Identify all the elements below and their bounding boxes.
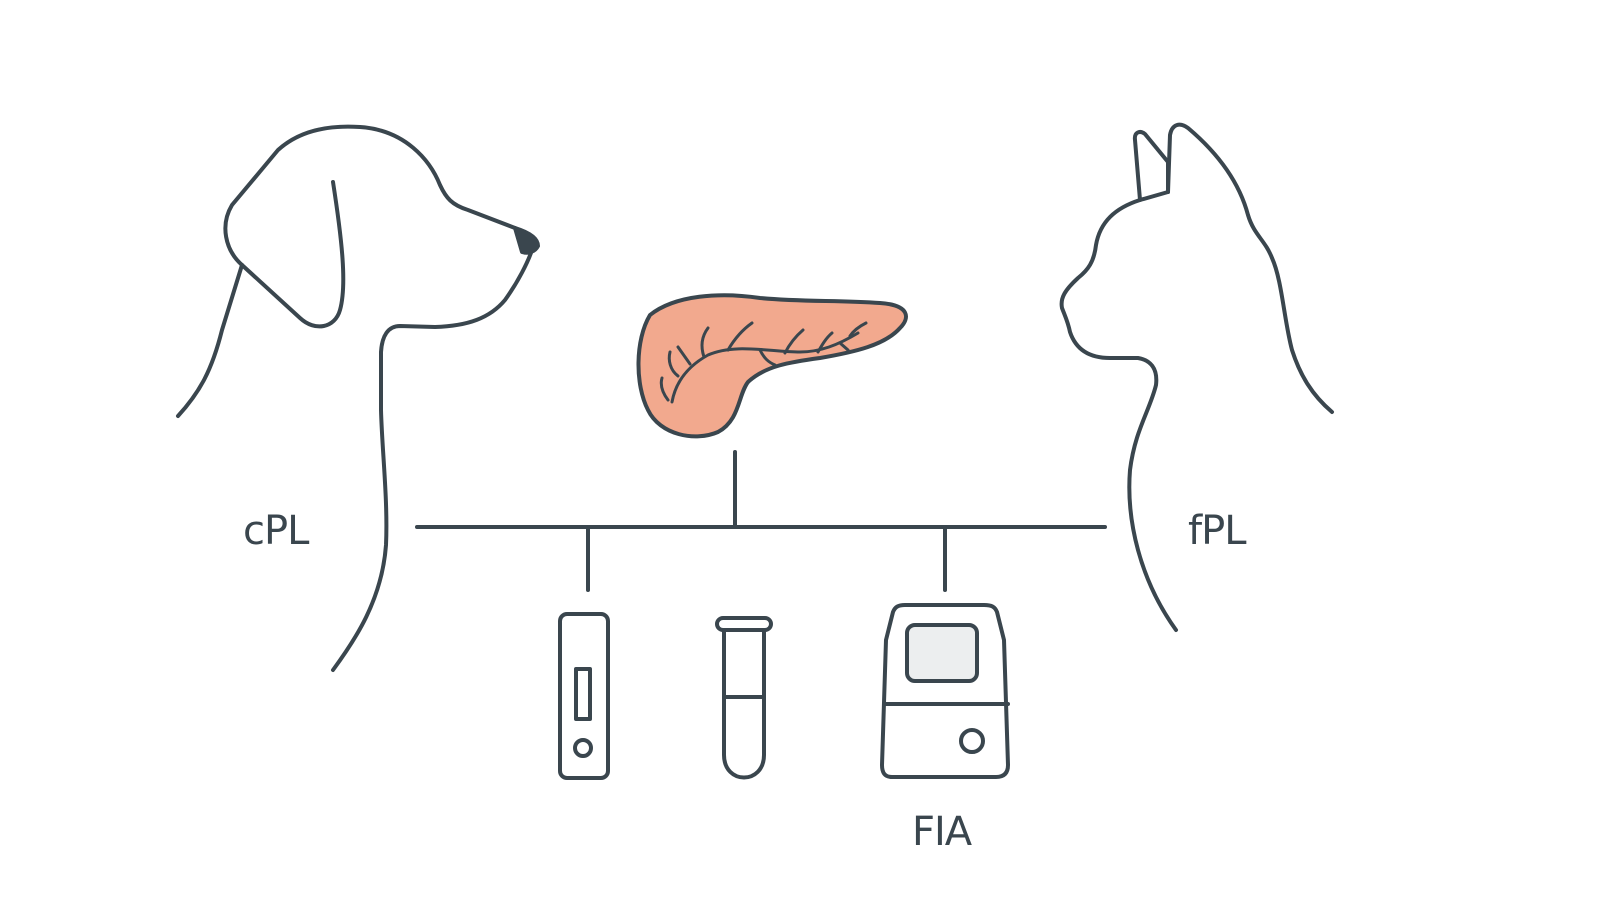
connector-lines bbox=[415, 450, 1107, 592]
dog-icon bbox=[176, 124, 540, 672]
test-tube-icon bbox=[715, 616, 773, 780]
analyzer-label: FIA bbox=[912, 809, 972, 855]
test-cassette-icon bbox=[558, 612, 610, 780]
cat-icon bbox=[1059, 122, 1334, 632]
cat-label: fPL bbox=[1188, 508, 1246, 554]
pancreas-icon bbox=[636, 293, 908, 439]
analyzer-icon bbox=[880, 603, 1010, 779]
dog-label: cPL bbox=[243, 508, 309, 554]
